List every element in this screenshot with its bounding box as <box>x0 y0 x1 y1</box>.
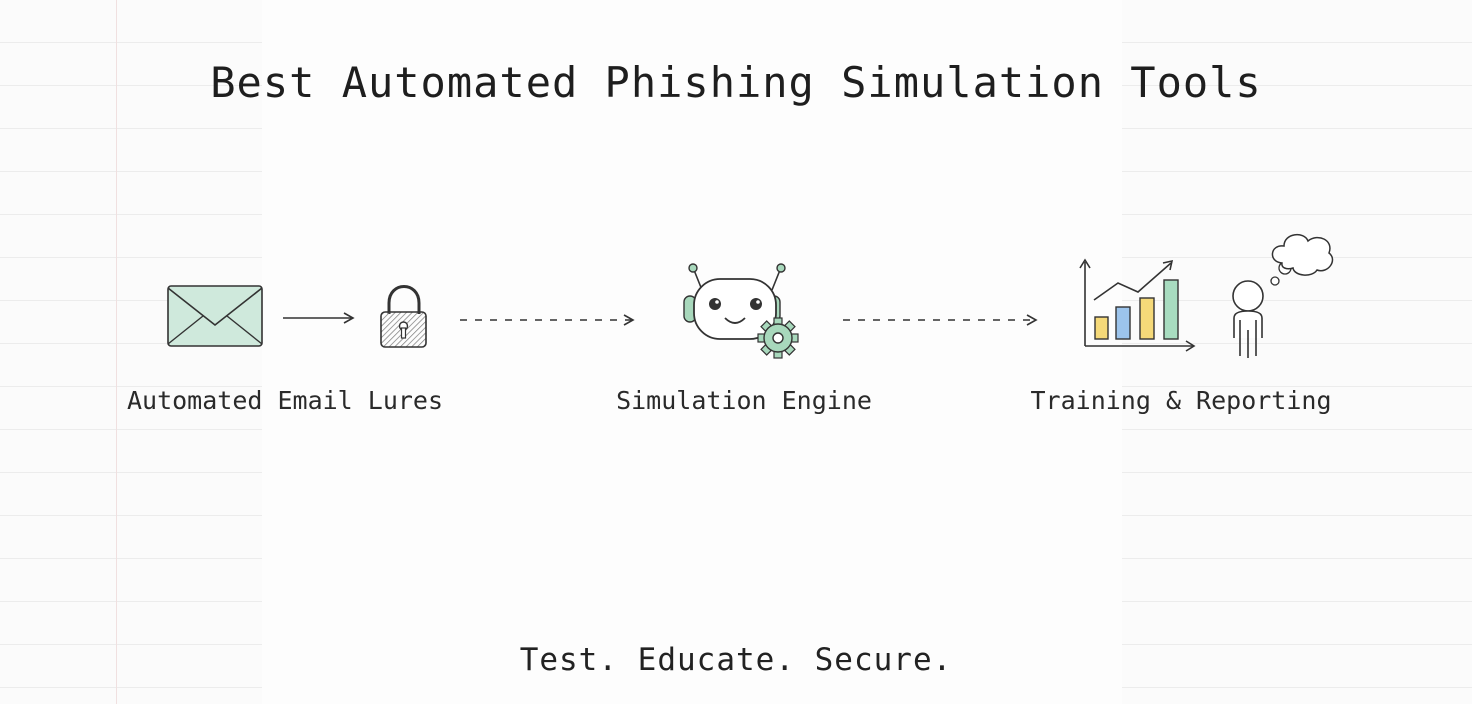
diagram-title: Best Automated Phishing Simulation Tools <box>210 58 1262 107</box>
thinking-person-icon <box>1232 234 1334 358</box>
label-training-reporting: Training & Reporting <box>1030 386 1332 415</box>
tagline: Test. Educate. Secure. <box>519 642 953 678</box>
center-panel <box>262 0 1122 704</box>
label-automated-email-lures: Automated Email Lures <box>126 386 444 415</box>
robot-gear-icon <box>683 263 799 359</box>
notebook-margin-line <box>116 0 117 704</box>
padlock-icon <box>380 285 427 348</box>
label-simulation-engine: Simulation Engine <box>616 386 872 415</box>
bar-chart-icon <box>1079 258 1196 352</box>
envelope-icon <box>167 285 263 347</box>
